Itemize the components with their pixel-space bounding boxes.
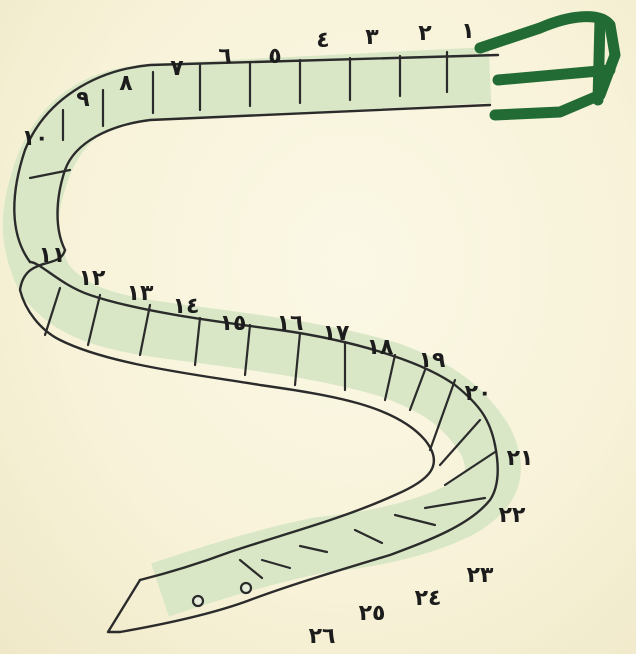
segment-label: ١٢ — [79, 266, 106, 291]
belt-hole-icon — [193, 596, 203, 606]
segment-label: ٥ — [268, 44, 281, 69]
segment-label: ٢١ — [507, 446, 534, 471]
segment-label: ٢ — [418, 21, 432, 46]
segment-label: ٢٠ — [465, 381, 492, 406]
segment-label: ٢٢ — [499, 503, 526, 528]
segment-label: ٧ — [170, 56, 184, 81]
segment-label: ١٦ — [277, 311, 304, 336]
belt-hole-icon — [241, 583, 251, 593]
segment-label: ١٣ — [127, 281, 154, 306]
segment-label: ١٩ — [419, 348, 446, 373]
belt-buckle-icon — [480, 17, 615, 115]
segment-label: ١٠ — [22, 126, 49, 151]
belt-outline-bottom — [58, 105, 491, 250]
belt-band — [31, 75, 493, 590]
segment-label: ٢٦ — [309, 624, 336, 649]
segment-label: ٤ — [316, 28, 329, 53]
segment-label: ١ — [461, 19, 474, 44]
segment-label: ٣ — [365, 25, 379, 50]
segment-label: ٢٥ — [359, 601, 386, 626]
segment-label: ١١ — [39, 243, 66, 268]
segment-label: ١٤ — [173, 294, 200, 319]
segment-label: ١٧ — [323, 321, 350, 346]
belt-tail-tip — [108, 580, 140, 632]
segment-label: ١٥ — [220, 311, 247, 336]
segment-label: ٨ — [119, 71, 133, 96]
segment-label: ٢٤ — [415, 586, 442, 611]
segment-label: ٦ — [218, 44, 231, 69]
segment-label: ١٨ — [367, 335, 394, 360]
segment-label: ٢٣ — [467, 563, 494, 588]
segment-label: ٩ — [76, 87, 89, 112]
